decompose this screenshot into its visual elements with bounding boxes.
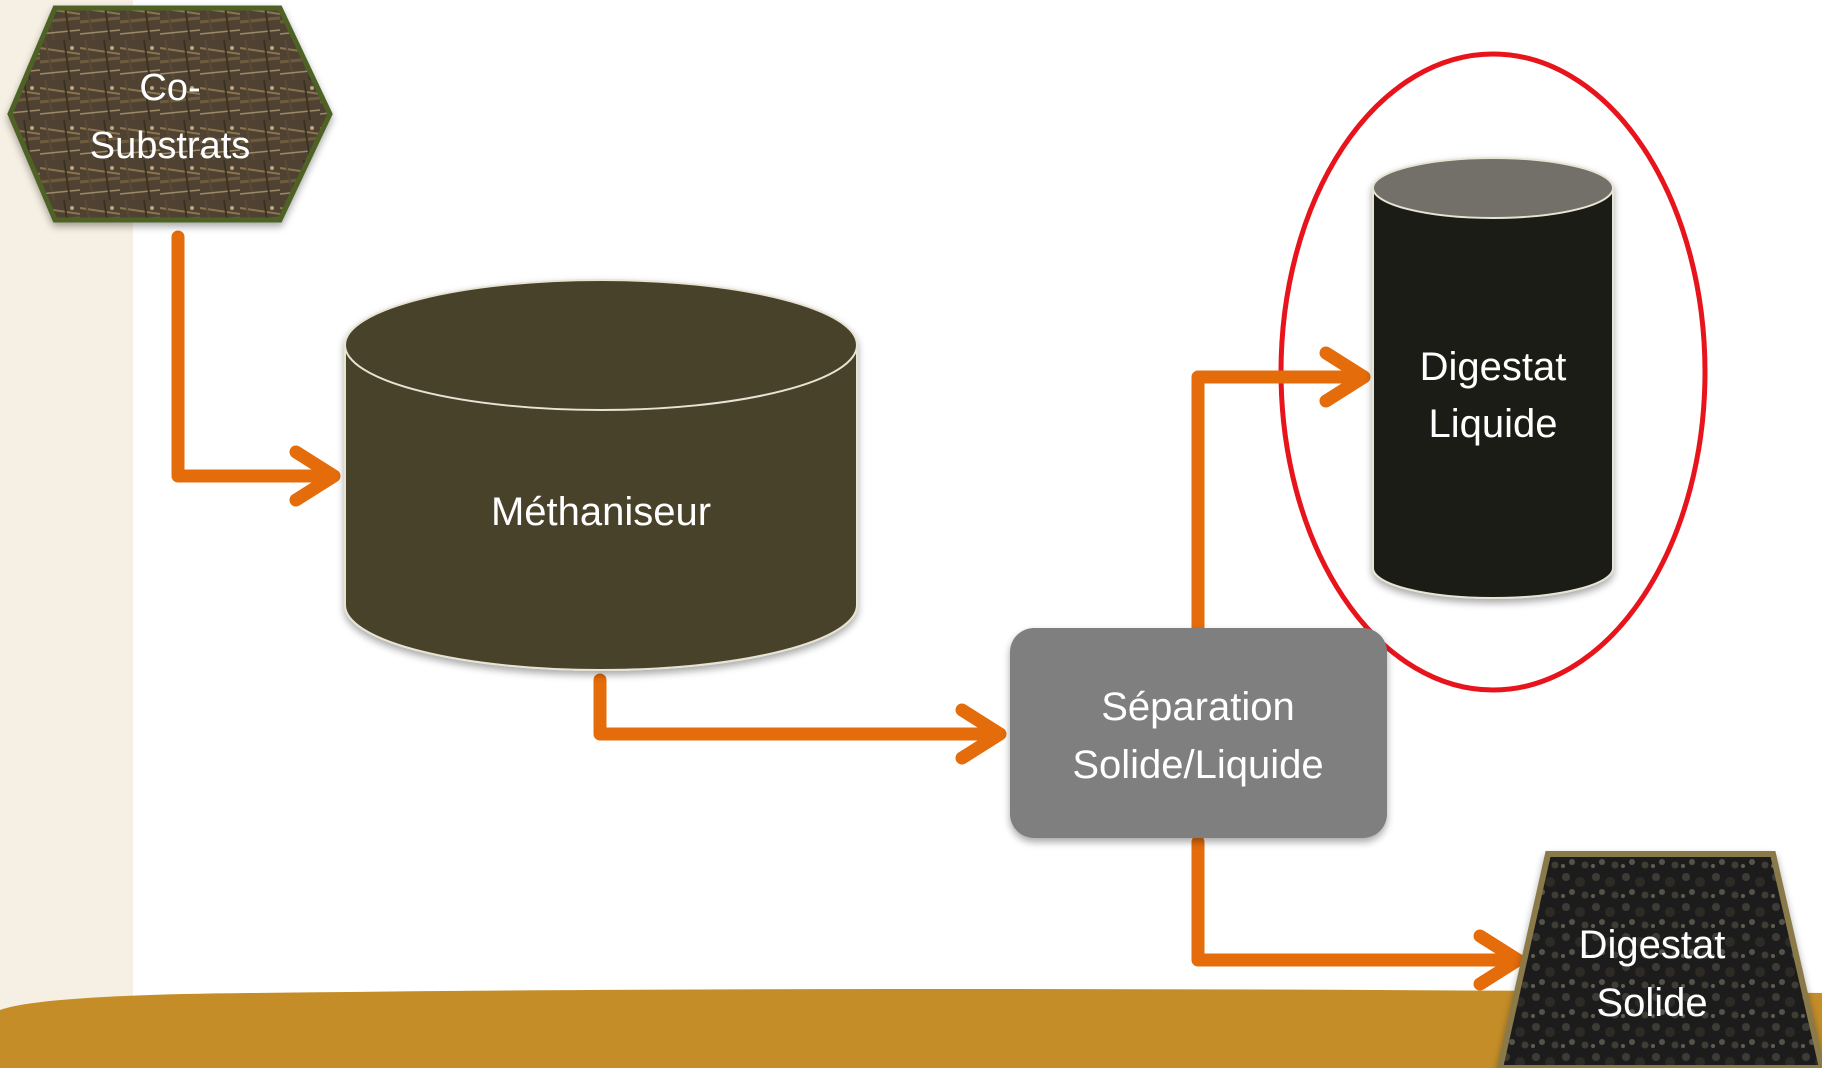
cylinder-top <box>1372 157 1614 219</box>
arrow-separation-to-digestat-solide <box>1191 835 1525 991</box>
co-substrats-label-line1: Co- <box>139 67 200 109</box>
separation-label-line2: Solide/Liquide <box>1072 743 1323 787</box>
methaniseur-label: Méthaniseur <box>491 490 711 534</box>
arrow-separation-to-digestat-liquide <box>1191 346 1371 635</box>
cylinder-tank-icon <box>1372 187 1614 599</box>
co-substrats-label-line2: Substrats <box>90 125 251 167</box>
arrow-methaniseur-to-separation <box>593 673 1007 765</box>
bottom-band <box>0 989 1822 1068</box>
cylinder-top <box>344 279 858 411</box>
compost-texture-icon <box>1496 851 1822 1068</box>
separation-box <box>1010 628 1387 838</box>
digestat-liquide-node: Digestat Liquide <box>1372 157 1614 599</box>
digestat-solide-node: Digestat Solide <box>1496 851 1822 1068</box>
digestat-solide-label-line2: Solide <box>1596 981 1707 1025</box>
digestat-solide-label-line1: Digestat <box>1579 923 1726 967</box>
methaniseur-node: Méthaniseur <box>344 279 858 671</box>
digestat-liquide-label-line2: Liquide <box>1428 402 1557 446</box>
straw-texture-icon <box>7 5 333 223</box>
digestat-liquide-label-line1: Digestat <box>1420 345 1567 389</box>
cylinder-tank-icon <box>344 344 858 671</box>
separation-node: Séparation Solide/Liquide <box>1010 628 1387 838</box>
co-substrats-node: Co- Substrats <box>7 5 333 223</box>
separation-label-line1: Séparation <box>1101 685 1294 729</box>
arrow-co-substrats-to-methaniseur <box>171 230 341 507</box>
